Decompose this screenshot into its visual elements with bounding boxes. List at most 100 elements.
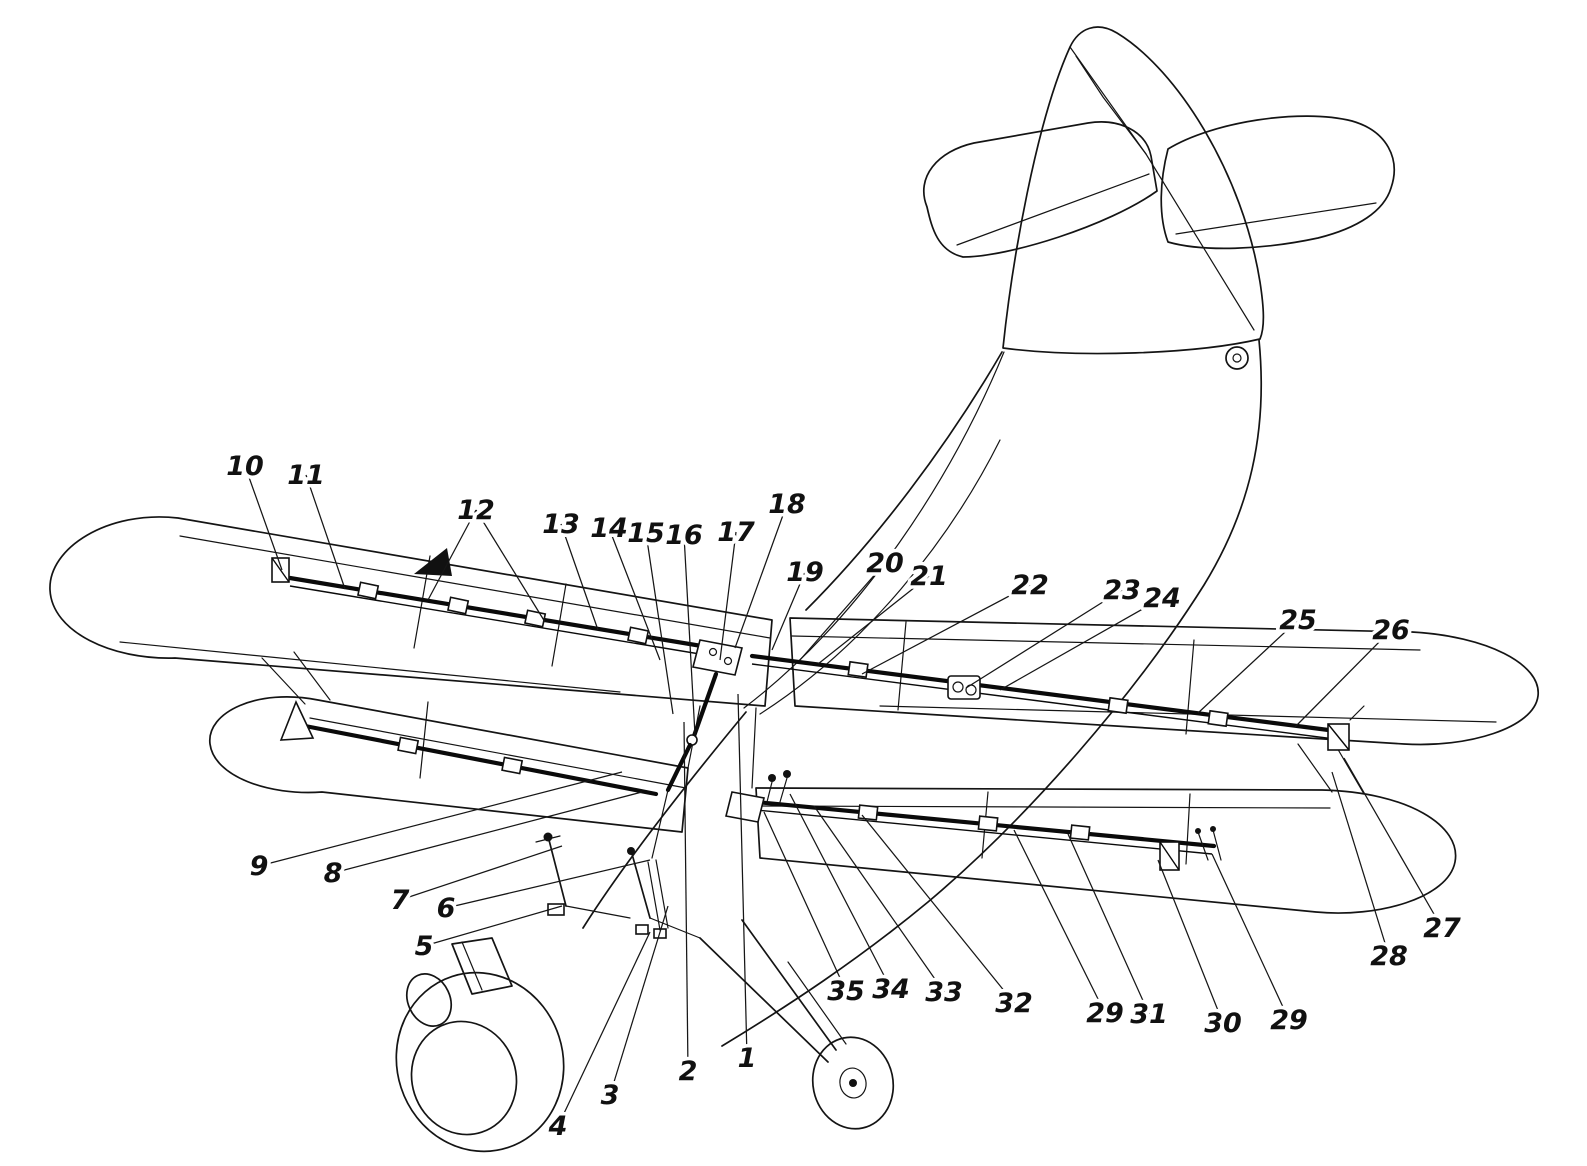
leader-line-7 xyxy=(399,845,563,901)
leader-line-18 xyxy=(734,503,788,649)
leader-line-27 xyxy=(1343,757,1443,929)
callout-14: 14 xyxy=(590,513,628,544)
callout-15: 15 xyxy=(627,518,665,549)
callout-33: 33 xyxy=(925,977,963,1008)
pulley-cluster xyxy=(947,675,981,700)
leader-line-8 xyxy=(332,791,643,874)
leader-line-10 xyxy=(244,465,283,571)
leader-line-11 xyxy=(305,474,346,590)
control-run-lower-left xyxy=(279,699,659,797)
aileron-hinge-line xyxy=(119,641,621,693)
control-cable-to-tail xyxy=(743,351,1005,709)
control-run-upper-left xyxy=(271,557,741,661)
leader-line-29 xyxy=(1013,829,1106,1014)
callout-18: 18 xyxy=(768,489,806,520)
callout-5: 5 xyxy=(415,931,434,962)
callout-20: 20 xyxy=(866,548,904,579)
callout-11: 11 xyxy=(287,460,325,491)
leader-line-30 xyxy=(1157,859,1224,1024)
engine-cowling xyxy=(395,971,565,1153)
leader-line-3 xyxy=(609,905,669,1096)
center-bellcrank-lower xyxy=(725,770,791,823)
control-run-lower-right xyxy=(753,799,1222,871)
leader-line-13 xyxy=(560,523,599,631)
callout-9: 9 xyxy=(250,851,269,882)
leader-line-34 xyxy=(789,793,892,990)
callout-25: 25 xyxy=(1279,605,1317,636)
callout-2: 2 xyxy=(679,1056,698,1087)
callout-7: 7 xyxy=(391,885,410,916)
tail-wheel xyxy=(1225,346,1249,370)
control-stick-left xyxy=(548,839,567,907)
leader-line-21 xyxy=(817,575,930,665)
leader-line-33 xyxy=(813,805,945,993)
leader-line-28 xyxy=(1331,771,1390,957)
left-stabilizer xyxy=(922,121,1158,258)
leader-line-2 xyxy=(683,721,689,1072)
landing-gear xyxy=(699,919,895,1130)
callout-21: 21 xyxy=(910,561,948,592)
fuselage-outline xyxy=(582,339,1263,1047)
leader-line-29 xyxy=(1211,853,1290,1021)
leader-line-16 xyxy=(683,534,696,736)
leader-line-1 xyxy=(737,693,748,1059)
leader-line-26 xyxy=(1294,629,1392,728)
leader-line-12 xyxy=(475,509,546,623)
main-wheel xyxy=(811,1036,895,1130)
callout-26: 26 xyxy=(1372,615,1410,646)
leader-line-24 xyxy=(999,597,1163,691)
callout-17: 17 xyxy=(717,517,755,548)
leader-line-32 xyxy=(861,814,1015,1004)
leader-line-20 xyxy=(799,562,886,661)
callout-12: 12 xyxy=(457,495,495,526)
leader-line-31 xyxy=(1067,833,1150,1015)
callout-4: 4 xyxy=(548,1111,568,1142)
upper-wing-left xyxy=(49,516,773,707)
callout-29: 29 xyxy=(1270,1005,1308,1036)
leader-line-35 xyxy=(763,811,847,992)
callout-16: 16 xyxy=(665,520,703,551)
cockpit-controls xyxy=(535,789,701,939)
leader-line-22 xyxy=(861,584,1031,675)
leader-line-6 xyxy=(445,859,651,909)
leader-line-9 xyxy=(258,771,623,867)
callout-32: 32 xyxy=(995,988,1033,1019)
leader-line-17 xyxy=(719,531,737,661)
interplane-struts xyxy=(261,651,1365,795)
callout-29: 29 xyxy=(1086,998,1124,1029)
callout-28: 28 xyxy=(1370,941,1408,972)
callout-10: 10 xyxy=(226,451,264,482)
upper-wing-right xyxy=(789,617,1539,746)
pedal xyxy=(635,924,649,935)
rudder-hinge-line xyxy=(1075,55,1255,331)
control-run-upper-right xyxy=(749,653,1365,751)
center-bellcrank-upper xyxy=(665,639,743,793)
control-stick-right xyxy=(631,853,651,919)
windshield xyxy=(451,937,513,995)
callout-23: 23 xyxy=(1103,575,1141,606)
callout-8: 8 xyxy=(324,858,343,889)
leader-line-12 xyxy=(427,509,477,601)
callout-27: 27 xyxy=(1423,913,1461,944)
right-stabilizer xyxy=(1160,115,1395,250)
callout-1: 1 xyxy=(738,1043,757,1074)
leader-line-14 xyxy=(608,527,661,661)
leader-line-23 xyxy=(965,589,1123,689)
callout-30: 30 xyxy=(1204,1008,1242,1039)
lower-wing-left xyxy=(209,696,689,833)
leader-line-25 xyxy=(1197,619,1299,714)
callout-35: 35 xyxy=(827,976,865,1007)
callout-34: 34 xyxy=(872,974,910,1005)
leader-line-15 xyxy=(645,532,674,715)
callout-6: 6 xyxy=(437,893,456,924)
callout-22: 22 xyxy=(1011,570,1049,601)
callout-31: 31 xyxy=(1130,999,1168,1030)
callout-13: 13 xyxy=(542,509,580,540)
callout-19: 19 xyxy=(786,557,824,588)
callout-3: 3 xyxy=(601,1080,620,1111)
flap-bracket-solid xyxy=(414,548,452,576)
leader-line-5 xyxy=(423,905,563,947)
